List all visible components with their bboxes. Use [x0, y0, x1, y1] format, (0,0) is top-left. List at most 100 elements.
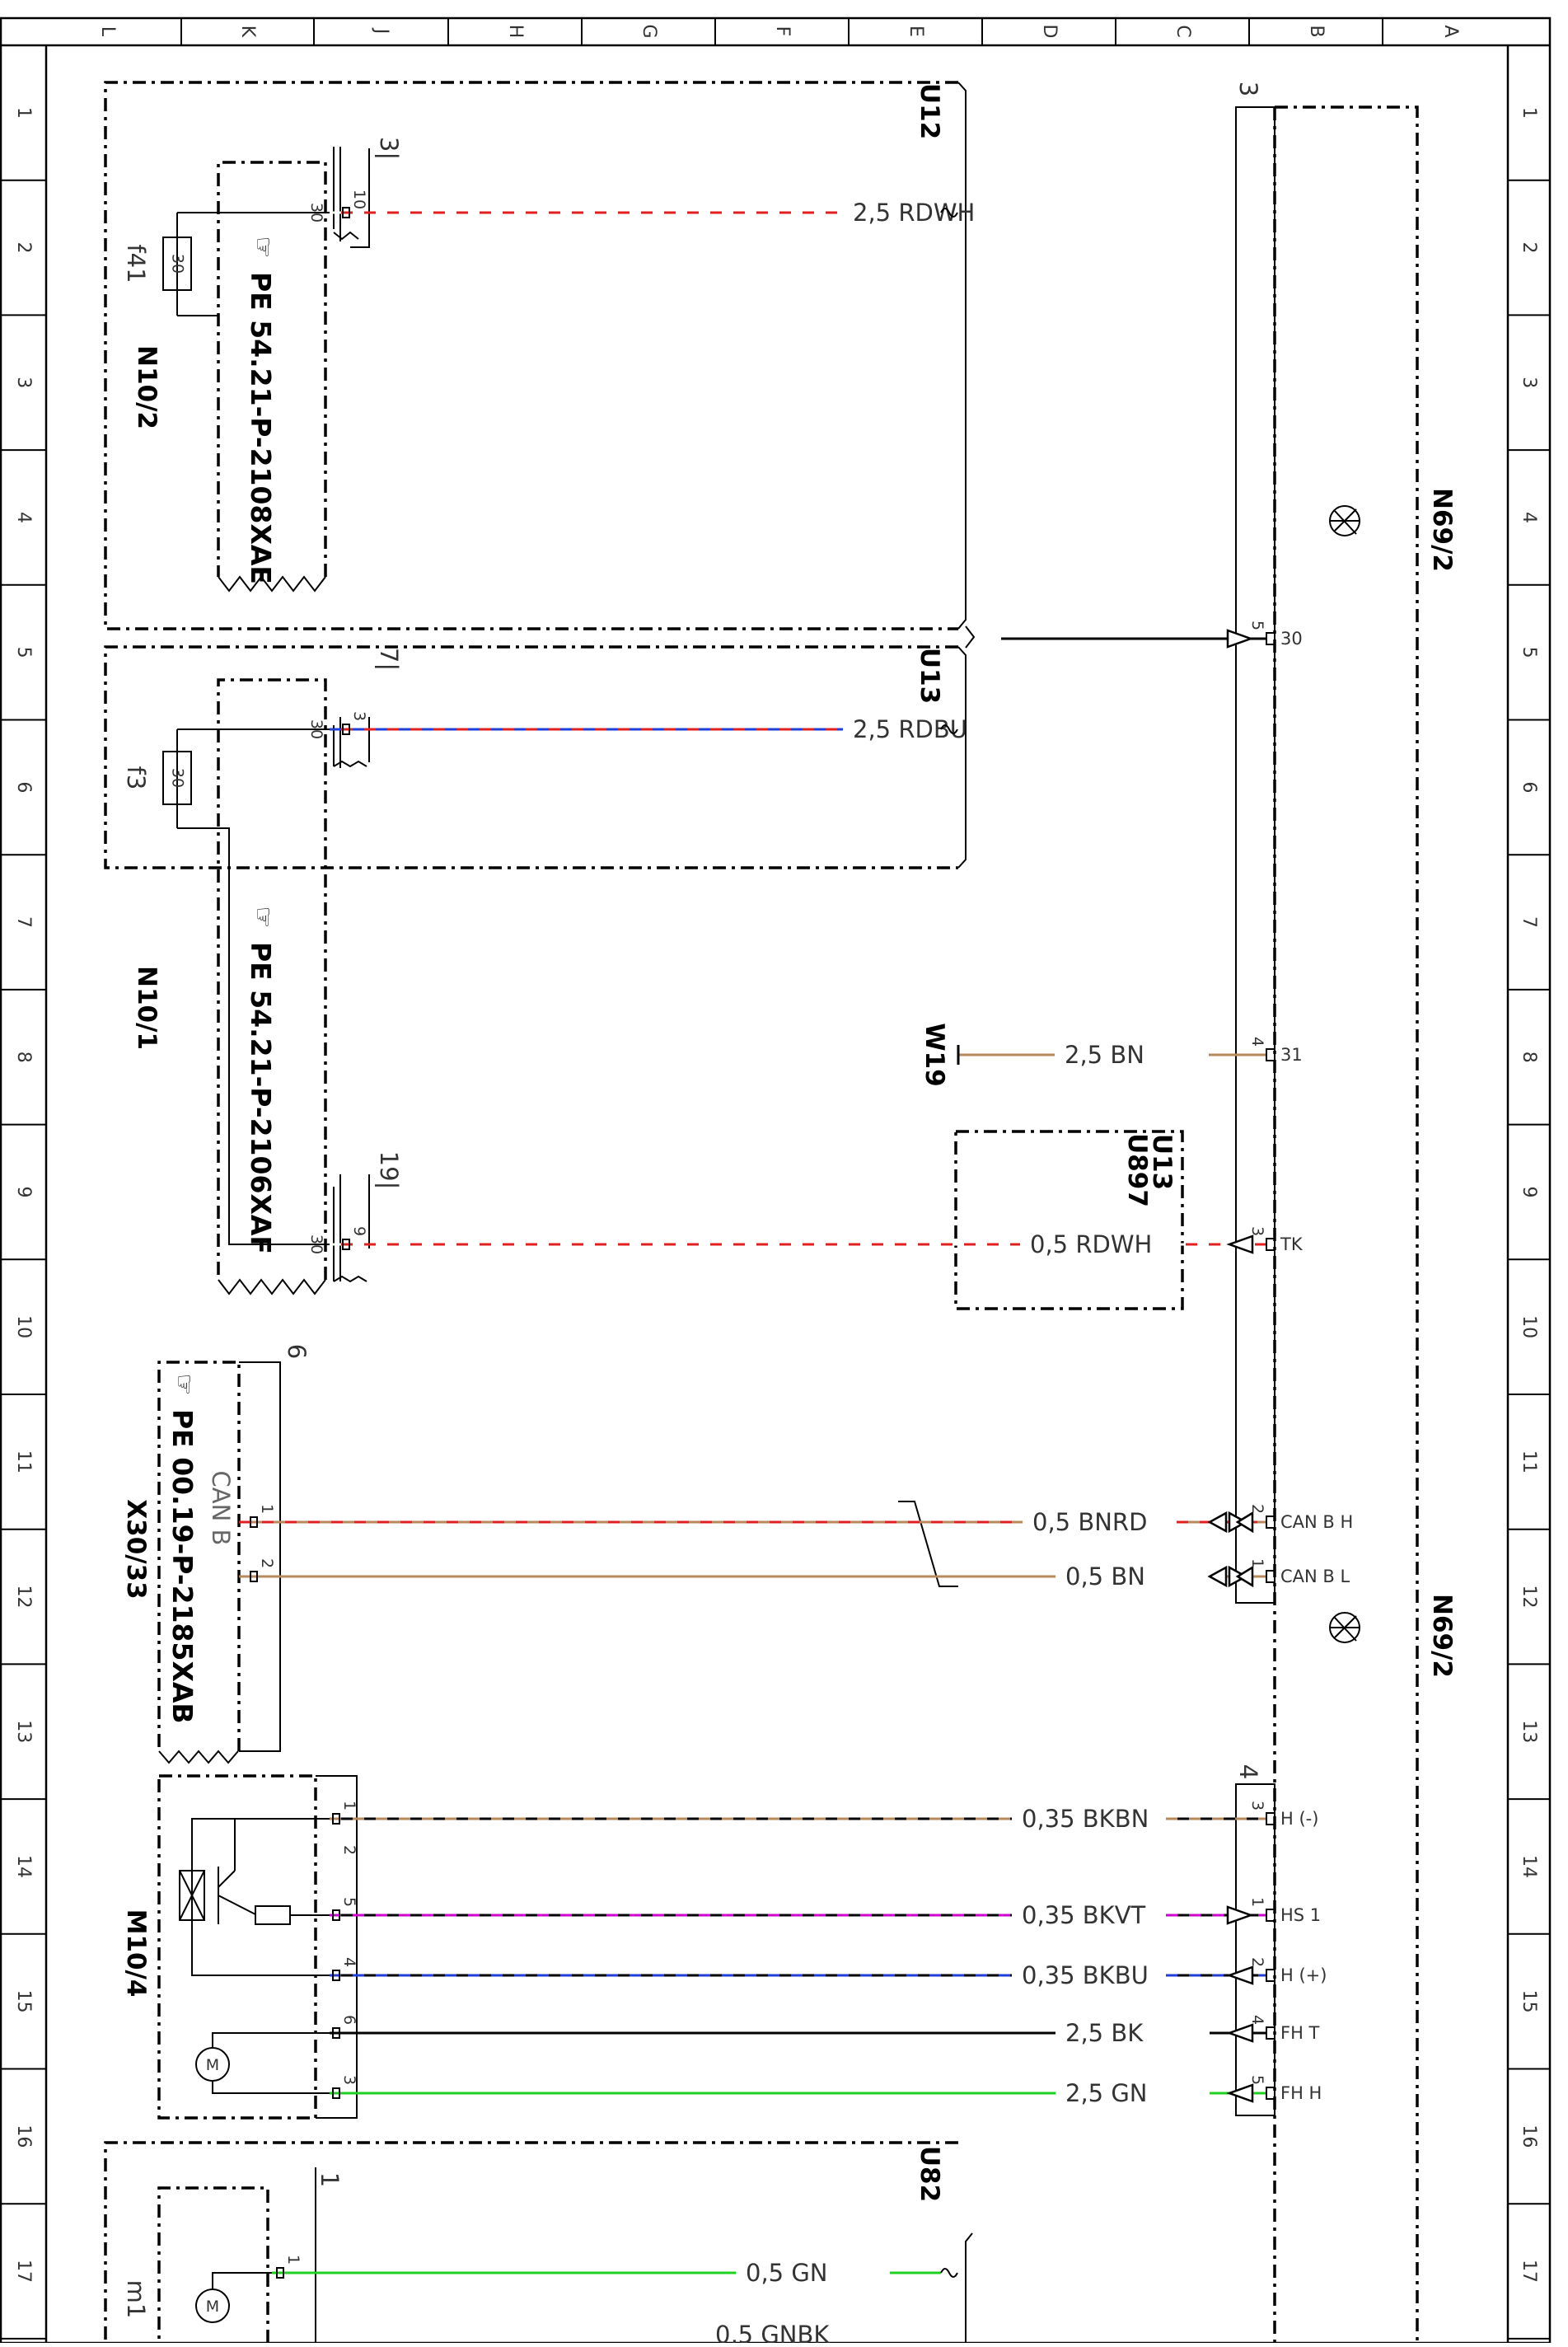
pin-tag: 30	[307, 719, 325, 739]
svg-text:M: M	[206, 2298, 219, 2316]
arrow-icon	[1226, 1234, 1254, 1254]
row-label: 4	[13, 512, 34, 523]
pin-number: 3	[350, 711, 368, 721]
row-label: 16	[1519, 2124, 1539, 2148]
row-label: 10	[13, 1315, 34, 1338]
partial-wire-label: 0,5 GNBK	[715, 2321, 830, 2343]
fuse-f41: 30	[162, 212, 218, 316]
col-label: K	[237, 26, 258, 38]
pin-number: 3	[340, 2075, 358, 2085]
n69-pin-label: FH T	[1280, 2023, 1320, 2043]
drawing-frame	[0, 16, 1552, 2345]
wire-label: 0,5 GN	[746, 2259, 828, 2287]
n69-pin-number: 2	[1248, 1504, 1266, 1514]
plug-ends	[158, 147, 367, 2119]
col-label: C	[1172, 25, 1193, 37]
wire: 2,5 BN	[957, 1041, 1266, 1069]
component-label: N10/2	[132, 345, 161, 429]
pin-tag: CAN B	[207, 1471, 235, 1546]
svg-text:PE 54.21-P-2108XAE: PE 54.21-P-2108XAE	[245, 272, 277, 584]
n69-pin-label: CAN B L	[1280, 1567, 1350, 1586]
arrow-icon	[1235, 1565, 1254, 1588]
wire-label: 0,5 BN	[1065, 1562, 1145, 1590]
arrow-icon	[1207, 1511, 1228, 1534]
row-label: 12	[1519, 1586, 1539, 1609]
n69-pin-number: 1	[1248, 1897, 1266, 1907]
n69-pin-label: 31	[1280, 1045, 1303, 1065]
col-label: L	[97, 26, 118, 37]
row-label: 16	[13, 2124, 34, 2148]
wire-label: 0,35 BKBN	[1022, 1805, 1149, 1833]
row-label: 13	[1519, 1720, 1539, 1743]
n69-pin-label: FH H	[1280, 2083, 1322, 2103]
component-label: N69/2	[1427, 1594, 1457, 1678]
wire-label: 2,5 RDWH	[853, 199, 975, 227]
col-label: D	[1039, 25, 1060, 39]
connector-ref: 19|	[375, 1151, 403, 1190]
motor-symbol: M	[206, 2056, 219, 2074]
row-label: 14	[1519, 1855, 1539, 1878]
wire-label: 2,5 GN	[1065, 2079, 1148, 2107]
connector-brackets	[315, 148, 973, 2343]
svg-text:PE 54.21-P-2106XAF: PE 54.21-P-2106XAF	[245, 942, 277, 1254]
pin-tag: 2	[340, 1845, 358, 1855]
supply-arrow	[1001, 629, 1266, 649]
col-label: H	[505, 25, 526, 39]
internal-wiring	[218, 212, 330, 1245]
component-label: U13	[915, 648, 944, 704]
continuation-icon	[940, 208, 958, 218]
pin-number: 2	[258, 1558, 276, 1568]
m10-4-internals: M	[179, 1818, 330, 2094]
pin-number: 1	[258, 1504, 276, 1514]
wire-label: 2,5 RDBU	[853, 715, 967, 743]
n69-pin-number: 5	[1248, 621, 1266, 630]
row-label: 1	[13, 107, 34, 119]
row-label: 6	[1519, 781, 1539, 793]
pin-tag: 30	[307, 203, 325, 223]
wire-label: 0,35 BKBU	[1022, 1961, 1149, 1989]
n69-pin-label: 30	[1280, 629, 1303, 649]
row-label: 11	[13, 1450, 34, 1473]
row-label: 8	[1519, 1052, 1539, 1063]
component-label: U897	[1122, 1133, 1152, 1207]
arrow-icon	[1207, 1565, 1228, 1588]
col-label: A	[1440, 25, 1461, 37]
row-label: 7	[13, 916, 34, 928]
hand-pointer-icon: ☞	[249, 906, 278, 929]
component-boundaries	[104, 81, 1419, 2343]
row-label: 2	[1519, 242, 1539, 254]
row-label: 2	[13, 242, 34, 254]
pin-tag: 30	[307, 1234, 325, 1254]
connector-ref: 3	[1234, 82, 1262, 96]
fuse-value: 30	[169, 768, 187, 788]
svg-text:PE 00.19-P-2185XAB: PE 00.19-P-2185XAB	[166, 1409, 199, 1724]
continuation-icon	[940, 724, 958, 734]
component-label: M10/4	[121, 1909, 151, 1998]
wire-label: 2,5 BN	[1065, 1041, 1144, 1069]
pin-number: 9	[350, 1226, 368, 1236]
n69-pin-number: 4	[1248, 1037, 1266, 1047]
pe-reference: ☞ PE 54.21-P-2108XAE	[245, 237, 278, 584]
pe-reference: ☞ PE 00.19-P-2185XAB	[166, 1374, 199, 1724]
fuse-label: f41	[122, 244, 150, 283]
n69-pin-number: 3	[1248, 1226, 1266, 1236]
hand-pointer-icon: ☞	[249, 237, 278, 259]
component-label: N10/1	[132, 966, 161, 1050]
row-label: 13	[13, 1720, 34, 1743]
n69-pin-number: 1	[1248, 1558, 1266, 1568]
wire: 2,5 RDBU 3	[330, 711, 967, 743]
n69-pin-number: 4	[1248, 2015, 1266, 2025]
component-label: U82	[915, 2146, 944, 2202]
connector-ref: 6	[283, 1344, 311, 1359]
wire: 2,5 BK6	[330, 2015, 1266, 2047]
row-label: 15	[1519, 1990, 1539, 2013]
col-label: J	[371, 27, 391, 35]
row-label: 15	[13, 1990, 34, 2013]
